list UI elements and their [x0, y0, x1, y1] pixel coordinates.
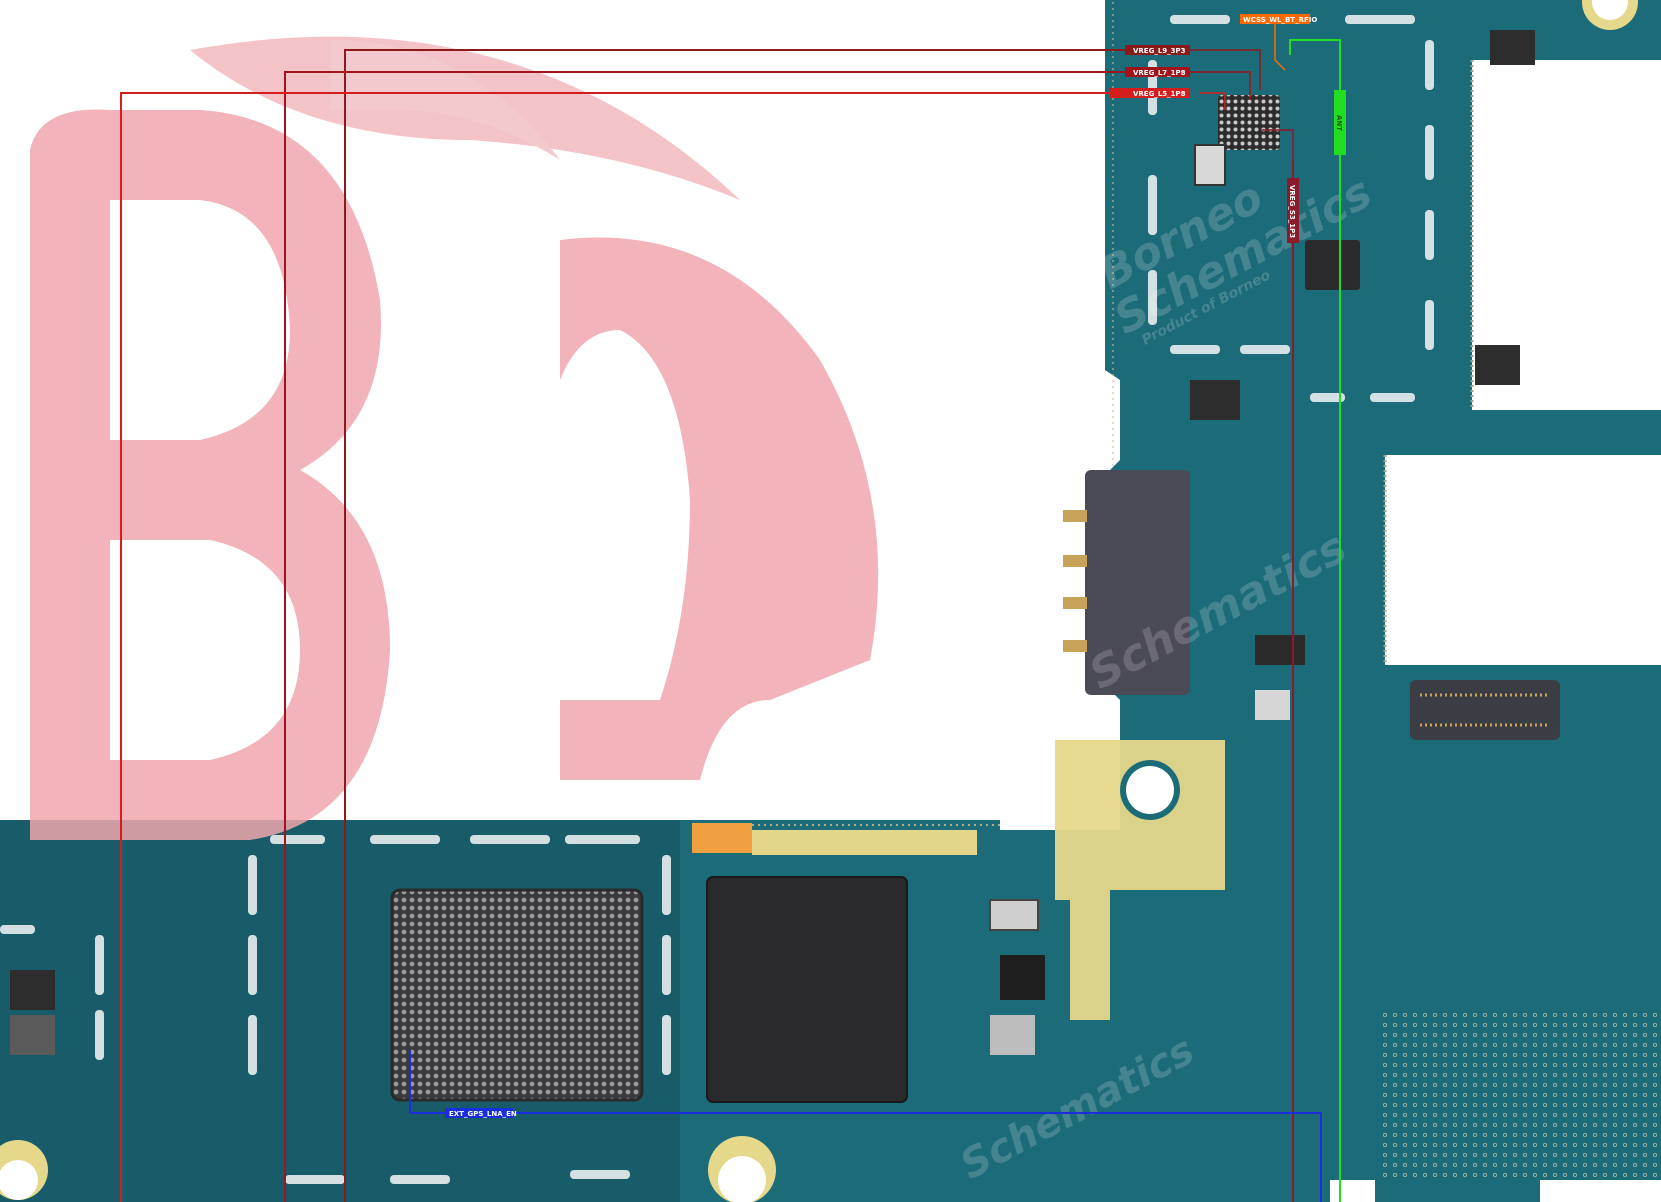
net-label-text: VREG_L9_3P3: [1133, 47, 1186, 55]
watermark-logo: [30, 36, 879, 840]
connector-pins: [1063, 510, 1087, 652]
gold-strip: [752, 830, 977, 855]
net-label-text: WCSS_WL_BT_RFIO: [1243, 16, 1317, 24]
memory-chip: [706, 876, 908, 1103]
logo-letter-r: [560, 237, 879, 780]
trace-vreg-l9: [344, 49, 1125, 1202]
trace-ant: [1289, 39, 1341, 1202]
net-label-vreg-l5: VREG_L5_1P8: [1110, 88, 1190, 98]
net-label-ant: ANT: [1334, 90, 1346, 155]
net-label-text: VREG_L5_1P8: [1133, 90, 1186, 98]
bga-wifi-chip: [1218, 95, 1280, 150]
net-labels: VREG_L9_3P3 VREG_L7_1P8 VREG_L5_1P8 WCSS…: [445, 14, 1346, 1118]
flex-connector: [1410, 680, 1560, 740]
net-label-wcss: WCSS_WL_BT_RFIO: [1240, 14, 1317, 24]
orange-pad: [692, 823, 752, 853]
net-label-vreg-l7: VREG_L7_1P8: [1125, 67, 1190, 77]
net-label-text: VREG_L7_1P8: [1133, 69, 1186, 77]
logo-arc: [330, 40, 560, 160]
net-label-ext-gps: EXT_GPS_LNA_EN: [445, 1108, 517, 1118]
qfn-chip: [1305, 240, 1360, 290]
net-label-vreg-s3: VREG_S3_1P3: [1287, 178, 1299, 243]
gold-pad: [1055, 740, 1225, 1020]
trace-ext-gps: [409, 1050, 1322, 1202]
battery-connector: [1085, 470, 1190, 695]
trace-vreg-l7: [284, 71, 1125, 1202]
bga-processor: [390, 888, 644, 1102]
net-label-text: ANT: [1335, 115, 1343, 131]
logo-letter-b: [30, 109, 390, 840]
net-label-vreg-l9: VREG_L9_3P3: [1125, 45, 1190, 55]
net-label-text: EXT_GPS_LNA_EN: [449, 1110, 517, 1118]
trace-vreg-l5: [120, 92, 1110, 1202]
net-traces: [120, 20, 1341, 1202]
board-cutout: [1385, 455, 1661, 665]
net-label-text: VREG_S3_1P3: [1288, 185, 1296, 238]
logo-swoosh: [190, 36, 740, 200]
